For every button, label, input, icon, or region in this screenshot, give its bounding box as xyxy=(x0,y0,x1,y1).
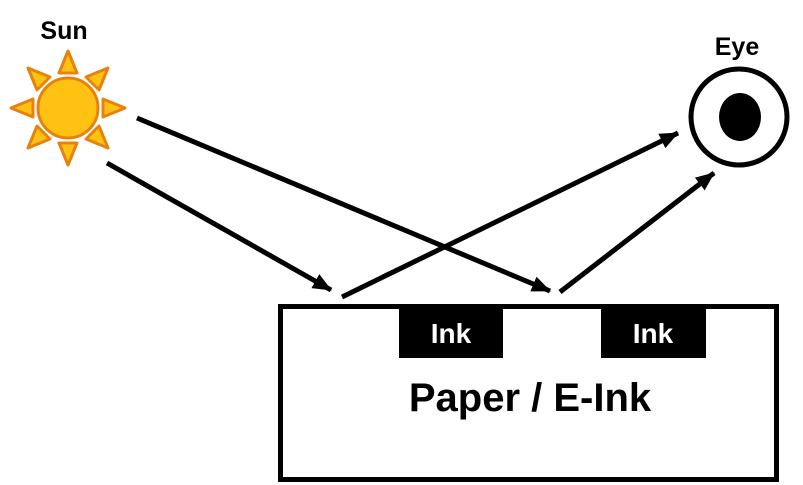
eye-label: Eye xyxy=(715,33,760,61)
ink-label-right: Ink xyxy=(633,318,674,349)
sun-ray-icon xyxy=(57,49,79,75)
sun-ray-icon xyxy=(26,66,52,92)
sun-ray-icon xyxy=(84,66,110,92)
pupil-icon xyxy=(719,93,761,141)
ink-block-right: Ink xyxy=(601,304,706,358)
sun-label: Sun xyxy=(40,17,87,45)
ink-block-left: Ink xyxy=(399,304,503,358)
sun-ray-icon xyxy=(57,141,79,167)
ink-rect xyxy=(601,304,706,358)
light-ray-sun-to-paper-right xyxy=(136,115,551,294)
light-ray-sun-to-paper-left xyxy=(105,160,333,293)
light-ray-paper-right-to-eye xyxy=(558,171,716,294)
sun-ray-icon xyxy=(26,124,52,150)
sun-disc-icon xyxy=(36,76,100,140)
eye-icon xyxy=(688,66,790,168)
ink-label-left: Ink xyxy=(431,318,472,349)
light-ray-paper-left-to-eye xyxy=(340,130,680,300)
sun-ray-icon xyxy=(9,97,35,119)
sun-icon xyxy=(9,49,127,167)
sun-ray-icon xyxy=(84,124,110,150)
paper-label: Paper / E-Ink xyxy=(409,376,652,420)
ink-rect xyxy=(399,304,503,358)
sun-ray-icon xyxy=(101,97,127,119)
